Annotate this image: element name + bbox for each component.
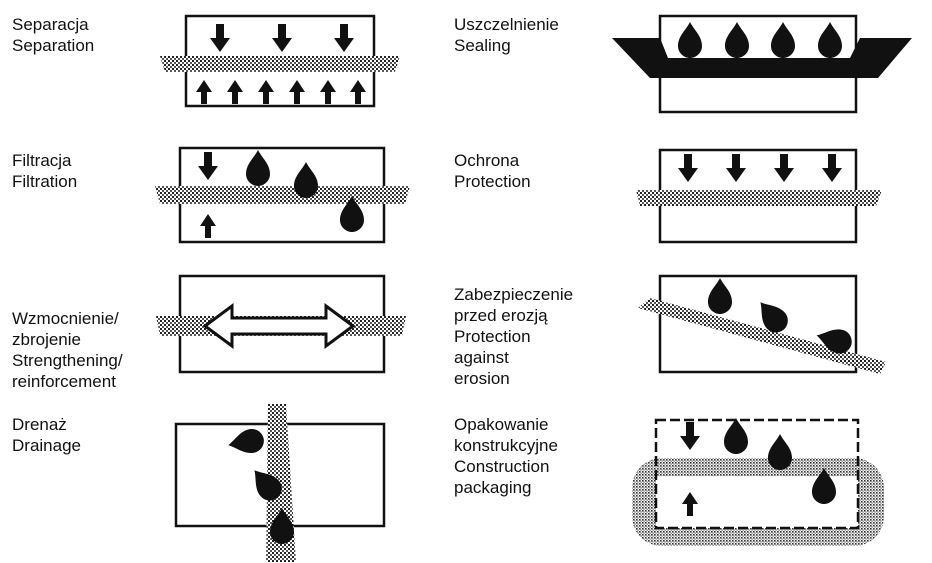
construction-packaging-diagram xyxy=(632,418,884,546)
label-erosion: Zabezpieczenie przed erozją Protection a… xyxy=(454,284,573,389)
label-line: Construction xyxy=(454,457,550,476)
label-line: Drenaż xyxy=(12,415,67,434)
label-line: Strengthening/ xyxy=(12,351,123,370)
label-line: Sealing xyxy=(454,36,511,55)
erosion-protection-diagram xyxy=(638,274,886,374)
label-reinforcement: Wzmocnienie/ zbrojenie Strengthening/ re… xyxy=(12,308,123,392)
label-line: packaging xyxy=(454,478,532,497)
label-line: Opakowanie xyxy=(454,415,549,434)
label-line: Uszczelnienie xyxy=(454,15,559,34)
label-line: Filtration xyxy=(12,172,78,191)
protection-diagram xyxy=(636,148,882,244)
label-separation: Separacja Separation xyxy=(12,14,94,56)
label-packaging: Opakowanie konstrukcyjne Construction pa… xyxy=(454,414,558,498)
label-line: Separation xyxy=(12,36,95,55)
drainage-diagram xyxy=(174,404,386,562)
label-line: Filtracja xyxy=(12,151,72,170)
label-line: Zabezpieczenie xyxy=(454,285,574,304)
sealing-diagram xyxy=(612,14,912,114)
label-drainage: Drenaż Drainage xyxy=(12,414,81,456)
label-line: konstrukcyjne xyxy=(454,436,558,455)
reinforcement-diagram xyxy=(156,274,406,374)
double-arrow-icon xyxy=(202,303,356,349)
label-line: Wzmocnienie/ xyxy=(12,309,119,328)
label-line: Protection xyxy=(454,172,531,191)
label-line: Protection xyxy=(454,327,531,346)
label-line: przed erozją xyxy=(454,306,548,325)
label-line: Separacja xyxy=(12,15,89,34)
separation-diagram xyxy=(160,14,400,108)
label-sealing: Uszczelnienie Sealing xyxy=(454,14,559,56)
label-line: zbrojenie xyxy=(12,330,81,349)
filtration-diagram xyxy=(155,146,410,244)
label-filtration: Filtracja Filtration xyxy=(12,150,77,192)
label-line: Ochrona xyxy=(454,151,520,170)
label-line: against xyxy=(454,348,509,367)
label-line: erosion xyxy=(454,369,510,388)
label-line: reinforcement xyxy=(12,372,116,391)
label-protection: Ochrona Protection xyxy=(454,150,531,192)
label-line: Drainage xyxy=(12,436,81,455)
